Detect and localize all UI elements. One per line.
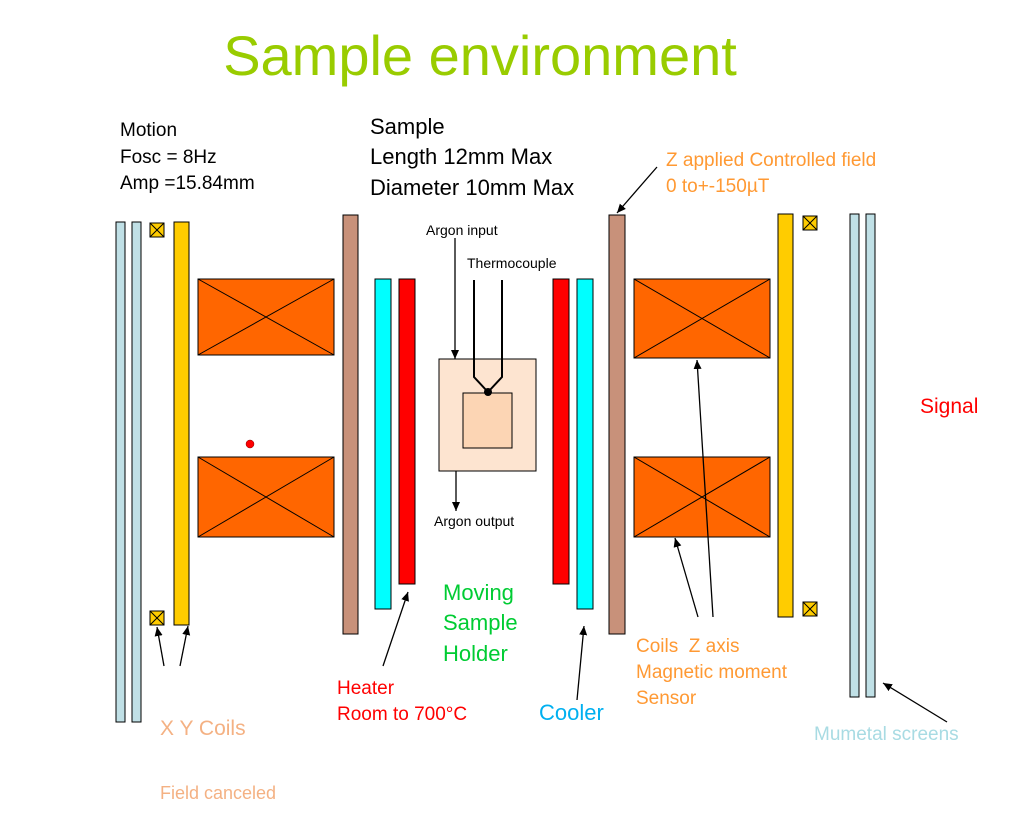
signal-label: Signal [920,395,979,418]
cooler-label: Cooler [539,700,604,725]
thermocouple-junction [484,388,492,396]
sample-label: Sample Length 12mm Max Diameter 10mm Max [370,114,575,200]
mumetal-label: Mumetal screens [814,724,959,745]
z-coil-right-bottom [633,456,771,538]
thermocouple-wire-left [473,280,488,392]
coils-pointer-arrow-2 [693,359,714,618]
mumetal-screen-left-inner [131,221,142,723]
cooler-bar-left [374,278,392,610]
z-coil-right-top [633,278,771,359]
signal-dot [245,439,255,449]
xy-coils-pointer-arrow-1 [154,626,165,667]
apparatus-diagram [115,166,948,723]
sample-holder-inner [462,392,513,449]
mumetal-screen-right-outer [865,213,876,698]
z-coil-left-top [197,278,335,356]
heater-bar-right [552,278,570,585]
mumetal-screen-right-inner [849,213,860,698]
argon-output-label: Argon output [434,513,515,529]
cooler-bar-right [576,278,594,610]
coils-label: Coils Z axis Magnetic moment Sensor [636,636,788,710]
xy-coil-bar-right [777,213,794,618]
heater-bar-left [398,278,416,585]
mumetal-screen-left-outer [115,221,126,723]
thermocouple-wire-right [488,280,503,392]
heater-pointer-arrow [382,591,409,667]
page-title: Sample environment [223,24,737,87]
coil-marker-icon [802,601,818,617]
support-bar-left [342,214,359,635]
argon-input-label: Argon input [426,222,498,238]
heater-label: Heater Room to 700°C [337,678,468,726]
xy-coil-bar-left [173,221,190,626]
moving-holder-label: Moving Sample Holder [443,580,518,666]
z-field-pointer-arrow [616,166,658,214]
coil-marker-icon [802,215,818,231]
cooler-pointer-arrow [576,625,588,701]
thermocouple-label: Thermocouple [467,255,557,271]
xy-coils-label: X Y Coils Field canceled [160,676,276,825]
coils-pointer-arrow-1 [673,537,699,618]
z-field-label: Z applied Controlled field 0 to+-150µT [666,150,877,198]
z-coil-left-bottom [197,456,335,538]
xy-coils-subtitle: Field canceled [160,783,277,804]
xy-coils-pointer-arrow-2 [179,625,191,667]
coil-marker-icon [149,222,165,238]
mumetal-pointer-arrow [882,682,948,723]
motion-label: Motion Fosc = 8Hz Amp =15.84mm [120,120,255,195]
coil-marker-icon [149,610,165,626]
xy-coils-title: X Y Coils [160,717,246,740]
support-bar-right [608,214,626,635]
